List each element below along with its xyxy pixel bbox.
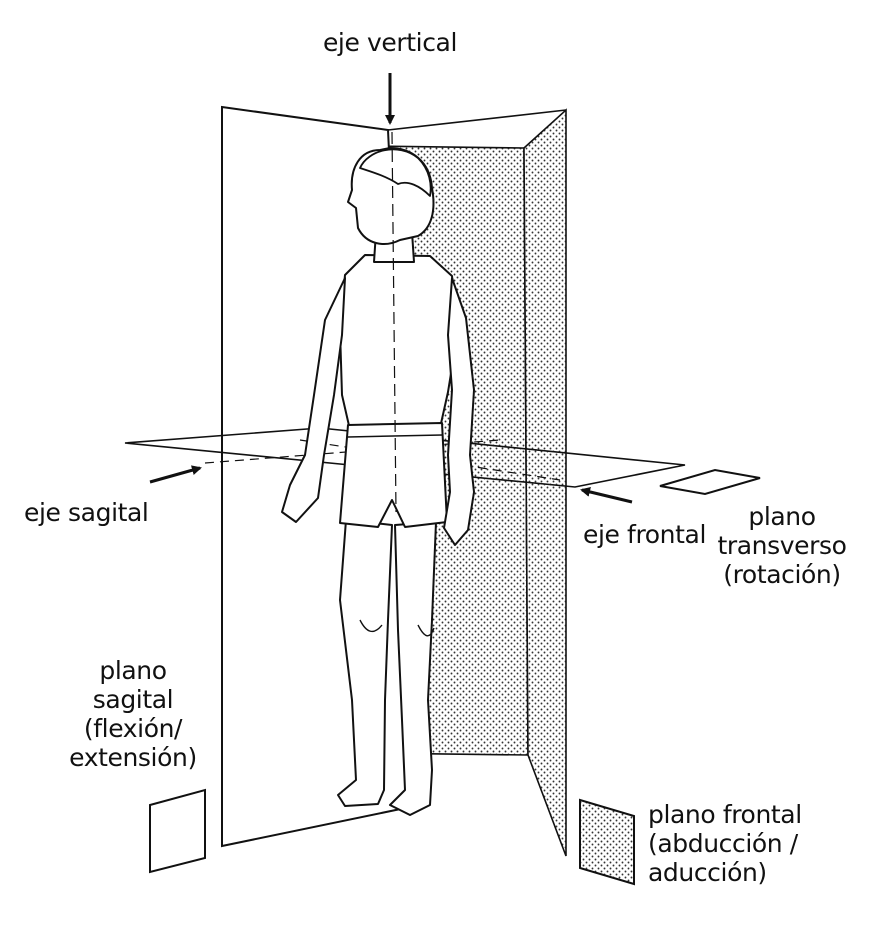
sagittal-swatch: [149, 788, 206, 874]
human-figure: [281, 147, 475, 816]
eje-frontal-label: eje frontal: [583, 520, 706, 549]
frontal-axis-arrow: [580, 487, 633, 504]
plano-sagital-label: plano sagital (flexión/ extensión): [69, 656, 197, 772]
sagittal-axis-arrow: [149, 465, 202, 484]
frontal-swatch: [579, 798, 635, 886]
axes: [149, 73, 633, 513]
plano-transverso-label: plano transverso (rotación): [717, 502, 847, 589]
vertical-axis-line: [391, 131, 397, 513]
legend-swatches: [149, 468, 761, 886]
transverse-swatch: [659, 468, 761, 496]
plano-frontal-label: plano frontal (abducción / aducción): [648, 800, 802, 887]
eje-vertical-label: eje vertical: [322, 28, 458, 57]
eje-sagital-label: eje sagital: [24, 498, 149, 527]
